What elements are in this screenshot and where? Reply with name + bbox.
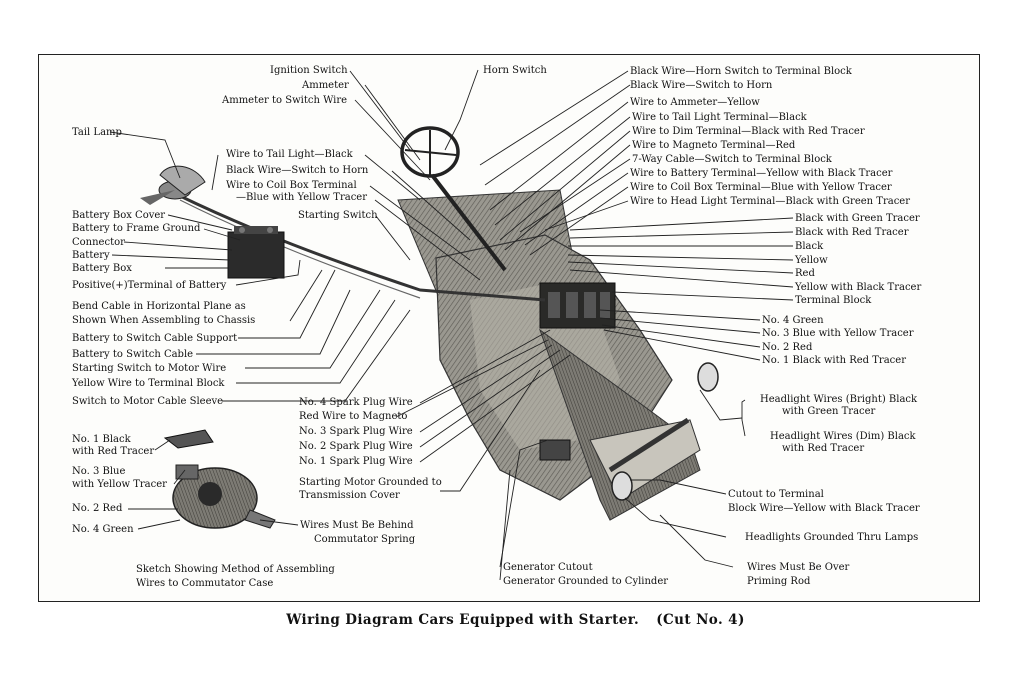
label-with-yellow-tracer: with Yellow Tracer xyxy=(72,479,167,490)
label-tail-lamp: Tail Lamp xyxy=(72,127,122,138)
label-yellow: Yellow xyxy=(795,255,828,266)
label-wire-to-coil-box-terminal-right: Wire to Coil Box Terminal—Blue with Yell… xyxy=(630,182,892,193)
label-sketch-2: Wires to Commutator Case xyxy=(136,578,274,589)
label-starting-switch-to-motor-wire: Starting Switch to Motor Wire xyxy=(72,363,227,374)
label-starting-motor-grounded-2: Transmission Cover xyxy=(299,490,400,501)
label-no2-spark: No. 2 Spark Plug Wire xyxy=(299,441,413,452)
label-wires-over-2: Priming Rod xyxy=(747,576,811,587)
label-headlight-bright-2: with Green Tracer xyxy=(782,406,876,417)
label-no1-black: No. 1 Black xyxy=(72,434,131,445)
label-starting-motor-grounded-1: Starting Motor Grounded to xyxy=(299,477,442,488)
label-yellow-wire-to-terminal-block: Yellow Wire to Terminal Block xyxy=(72,378,225,389)
label-no2-red-right: No. 2 Red xyxy=(762,342,813,353)
label-blue-with-yellow-tracer: —Blue with Yellow Tracer xyxy=(236,192,367,203)
label-with-red-tracer: with Red Tracer xyxy=(72,446,155,457)
label-generator-grounded: Generator Grounded to Cylinder xyxy=(503,576,669,587)
label-connector: Connector xyxy=(72,237,125,248)
main-cable xyxy=(177,193,546,302)
label-no1-black-red-right: No. 1 Black with Red Tracer xyxy=(762,355,906,366)
label-no1-spark: No. 1 Spark Plug Wire xyxy=(299,456,413,467)
tail-lamp-drawing xyxy=(140,165,206,205)
label-black-wire-switch-to-horn-right: Black Wire—Switch to Horn xyxy=(630,80,773,91)
label-wire-to-battery-terminal: Wire to Battery Terminal—Yellow with Bla… xyxy=(630,168,893,179)
label-positive-terminal: Positive(+)Terminal of Battery xyxy=(72,280,227,291)
label-battery-to-switch-cable-support: Battery to Switch Cable Support xyxy=(72,333,238,344)
label-seven-way-cable: 7-Way Cable—Switch to Terminal Block xyxy=(632,154,832,165)
label-battery-box-cover: Battery Box Cover xyxy=(72,210,166,221)
label-wires-over-1: Wires Must Be Over xyxy=(747,562,850,573)
headlight-drawing-2 xyxy=(611,471,633,501)
label-ammeter-to-switch-wire: Ammeter to Switch Wire xyxy=(222,95,348,106)
caption-cut-number: (Cut No. 4) xyxy=(656,612,745,628)
label-headlights-grounded: Headlights Grounded Thru Lamps xyxy=(745,532,919,543)
label-no4-green: No. 4 Green xyxy=(72,524,134,535)
label-wire-to-ammeter-yellow: Wire to Ammeter—Yellow xyxy=(630,97,760,108)
label-bend-cable-2: Shown When Assembling to Chassis xyxy=(72,315,256,326)
label-ammeter: Ammeter xyxy=(302,80,349,91)
label-black-wire-horn-switch-tb: Black Wire—Horn Switch to Terminal Block xyxy=(630,66,852,77)
label-wire-to-dim-terminal: Wire to Dim Terminal—Black with Red Trac… xyxy=(632,126,865,137)
label-black-wire-switch-to-horn: Black Wire—Switch to Horn xyxy=(226,165,369,176)
label-terminal-block: Terminal Block xyxy=(795,295,872,306)
steering-wheel xyxy=(400,126,460,178)
label-battery-to-frame-ground: Battery to Frame Ground xyxy=(72,223,201,234)
generator-drawing xyxy=(539,439,571,461)
label-red-wire-magneto: Red Wire to Magneto xyxy=(299,411,408,422)
label-no4-green-right: No. 4 Green xyxy=(762,315,824,326)
label-ignition-switch: Ignition Switch xyxy=(270,65,348,76)
label-black-with-green-tracer: Black with Green Tracer xyxy=(795,213,920,224)
label-starting-switch: Starting Switch xyxy=(298,210,378,221)
label-black: Black xyxy=(795,241,824,252)
label-bend-cable-1: Bend Cable in Horizontal Plane as xyxy=(72,301,246,312)
label-wires-behind-2: Commutator Spring xyxy=(314,534,416,545)
label-no3-spark: No. 3 Spark Plug Wire xyxy=(299,426,413,437)
label-no4-spark: No. 4 Spark Plug Wire xyxy=(299,397,413,408)
label-sketch-1: Sketch Showing Method of Assembling xyxy=(136,564,335,575)
label-wire-to-tail-light: Wire to Tail Light—Black xyxy=(226,149,353,160)
label-wire-to-tail-light-terminal: Wire to Tail Light Terminal—Black xyxy=(632,112,807,123)
label-generator-cutout: Generator Cutout xyxy=(503,562,593,573)
figure-caption: Wiring Diagram Cars Equipped with Starte… xyxy=(0,612,1031,628)
label-wires-behind-1: Wires Must Be Behind xyxy=(300,520,414,531)
label-black-with-red-tracer: Black with Red Tracer xyxy=(795,227,909,238)
label-battery: Battery xyxy=(72,250,110,261)
label-headlight-bright-1: Headlight Wires (Bright) Black xyxy=(760,394,918,405)
label-battery-box: Battery Box xyxy=(72,263,132,274)
battery-drawing xyxy=(227,226,285,279)
label-cutout-to-terminal: Cutout to Terminal xyxy=(728,489,824,500)
label-switch-to-motor-cable-sleeve: Switch to Motor Cable Sleeve xyxy=(72,396,224,407)
label-wire-to-magneto-terminal: Wire to Magneto Terminal—Red xyxy=(632,140,796,151)
label-wire-to-coil-box-terminal: Wire to Coil Box Terminal xyxy=(226,180,357,191)
label-block-wire-yellow: Block Wire—Yellow with Black Tracer xyxy=(728,503,920,514)
commutator-sketch xyxy=(163,429,276,529)
label-no3-blue: No. 3 Blue xyxy=(72,466,126,477)
label-wire-to-head-light-terminal: Wire to Head Light Terminal—Black with G… xyxy=(630,196,911,207)
label-horn-switch: Horn Switch xyxy=(483,65,547,76)
label-headlight-dim-1: Headlight Wires (Dim) Black xyxy=(770,431,916,442)
label-yellow-with-black-tracer: Yellow with Black Tracer xyxy=(795,282,922,293)
headlight-drawing xyxy=(697,362,719,392)
label-headlight-dim-2: with Red Tracer xyxy=(782,443,865,454)
label-red: Red xyxy=(795,268,815,279)
caption-title: Wiring Diagram Cars Equipped with Starte… xyxy=(286,612,640,628)
label-no3-blue-yellow-right: No. 3 Blue with Yellow Tracer xyxy=(762,328,914,339)
label-no2-red: No. 2 Red xyxy=(72,503,123,514)
label-battery-to-switch-cable: Battery to Switch Cable xyxy=(72,349,194,360)
